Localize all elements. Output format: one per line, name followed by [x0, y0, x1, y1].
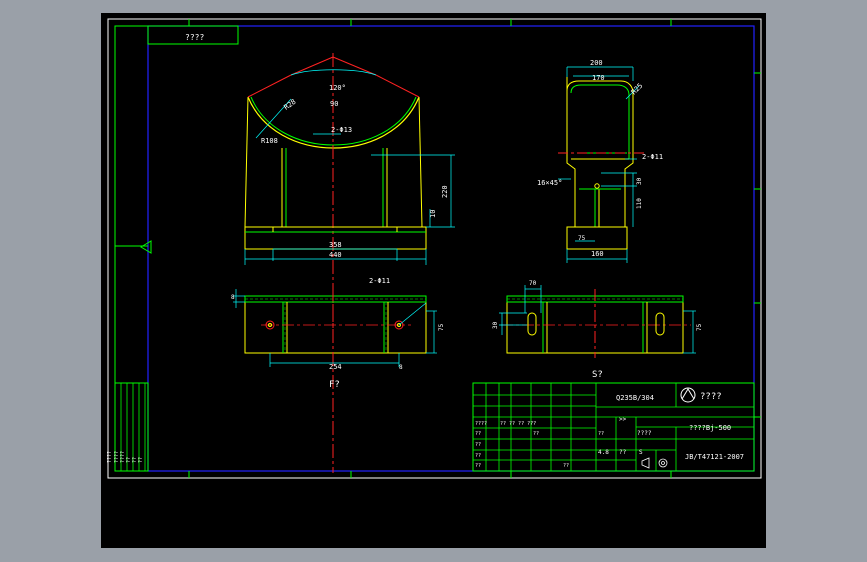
- dimension-label: ??: [619, 449, 627, 456]
- code-box: [147, 25, 239, 45]
- dimension-label: ??: [132, 457, 138, 463]
- dimension-label: 120°: [329, 84, 346, 92]
- dimension-label: F?: [329, 380, 340, 390]
- title-block: Q235B/304 ???? >> ????Bj-500 ???? 4.8 ??…: [472, 382, 755, 472]
- dimension-label: ??: [475, 463, 481, 469]
- dimension-label: ????: [107, 451, 113, 463]
- dimension-label: 170: [592, 74, 605, 82]
- drawing-border: [147, 25, 755, 472]
- dimension-label: >>: [619, 416, 627, 423]
- cad-viewport[interactable]: ???? 120° 90 R28: [101, 13, 766, 548]
- dimension-label: 358: [329, 241, 342, 249]
- drawing-name: ????Bj-500: [689, 424, 731, 432]
- dimension-label: S?: [592, 370, 603, 380]
- dimension-label: R108: [261, 137, 278, 145]
- dimension-label: 2-Φ13: [331, 126, 352, 134]
- dimension-label: ?? ?? ?? ???: [500, 421, 536, 427]
- dimension-label: 30: [636, 177, 643, 185]
- dimension-label: 160: [591, 250, 604, 258]
- centering-mark: [140, 240, 152, 254]
- dimension-label: ????: [114, 451, 120, 463]
- side-plan-view: 70 30 75 S?: [492, 280, 703, 380]
- dimension-label: 440: [329, 251, 342, 259]
- standard-text: JB/T47121-2007: [685, 453, 744, 461]
- dimension-label: 110: [636, 198, 643, 209]
- dimension-label: 75: [578, 235, 586, 242]
- plan-view: 2-Φ11 8 75 254 8 F?: [231, 277, 445, 390]
- inner-frame: [114, 25, 755, 472]
- dimension-label: 75: [696, 323, 703, 331]
- projection-symbol: [641, 457, 668, 469]
- dimension-label: 2-Φ11: [369, 277, 390, 285]
- view-b: 200 170 R25 2-Φ11 16×45° 30 110 160 75: [537, 59, 663, 263]
- dimension-label: ??: [138, 457, 144, 463]
- dimension-label: 75: [438, 323, 445, 331]
- company-logo: [680, 387, 696, 403]
- dimension-label: 220: [441, 185, 449, 198]
- dimension-label: 4.8: [598, 449, 609, 456]
- dimension-label: 30: [492, 321, 499, 329]
- dimension-label: ??: [598, 431, 604, 437]
- outer-frame: [107, 18, 762, 479]
- dimension-label: ??: [475, 442, 481, 448]
- dimension-label: 2-Φ11: [642, 153, 663, 161]
- dimension-label: R28: [283, 98, 298, 112]
- dimension-label: ????: [475, 421, 487, 427]
- company-name: ????: [700, 392, 722, 402]
- dimension-label: ??: [563, 463, 569, 469]
- view-a: 120° 90 R28 R108 2-Φ13 358 440 220 10: [244, 53, 455, 473]
- dimension-label: ??: [126, 457, 132, 463]
- code-box-text: ????: [185, 33, 204, 42]
- cad-drawing[interactable]: ???? 120° 90 R28: [101, 13, 766, 548]
- material-text: Q235B/304: [616, 394, 654, 402]
- dimension-label: ??: [533, 431, 539, 437]
- dimension-label: R25: [630, 82, 645, 97]
- dimension-label: ??: [475, 453, 481, 459]
- side-strip: ???? ???? ???? ?? ?? ??: [107, 382, 149, 472]
- dimension-label: 16×45°: [537, 179, 562, 187]
- dimension-label: ????: [120, 451, 126, 463]
- dimension-label: ??: [475, 431, 481, 437]
- dimension-label: 8: [231, 294, 235, 301]
- frame-ticks: [115, 19, 761, 478]
- dimension-label: 254: [329, 363, 342, 371]
- dimension-label: S: [639, 449, 643, 456]
- dimension-label: 200: [590, 59, 603, 67]
- dimension-label: 10: [429, 210, 437, 218]
- dimension-label: ????: [637, 430, 652, 437]
- dimension-label: 90: [330, 100, 338, 108]
- dimension-label: 70: [529, 280, 537, 287]
- dimension-label: 8: [399, 364, 403, 371]
